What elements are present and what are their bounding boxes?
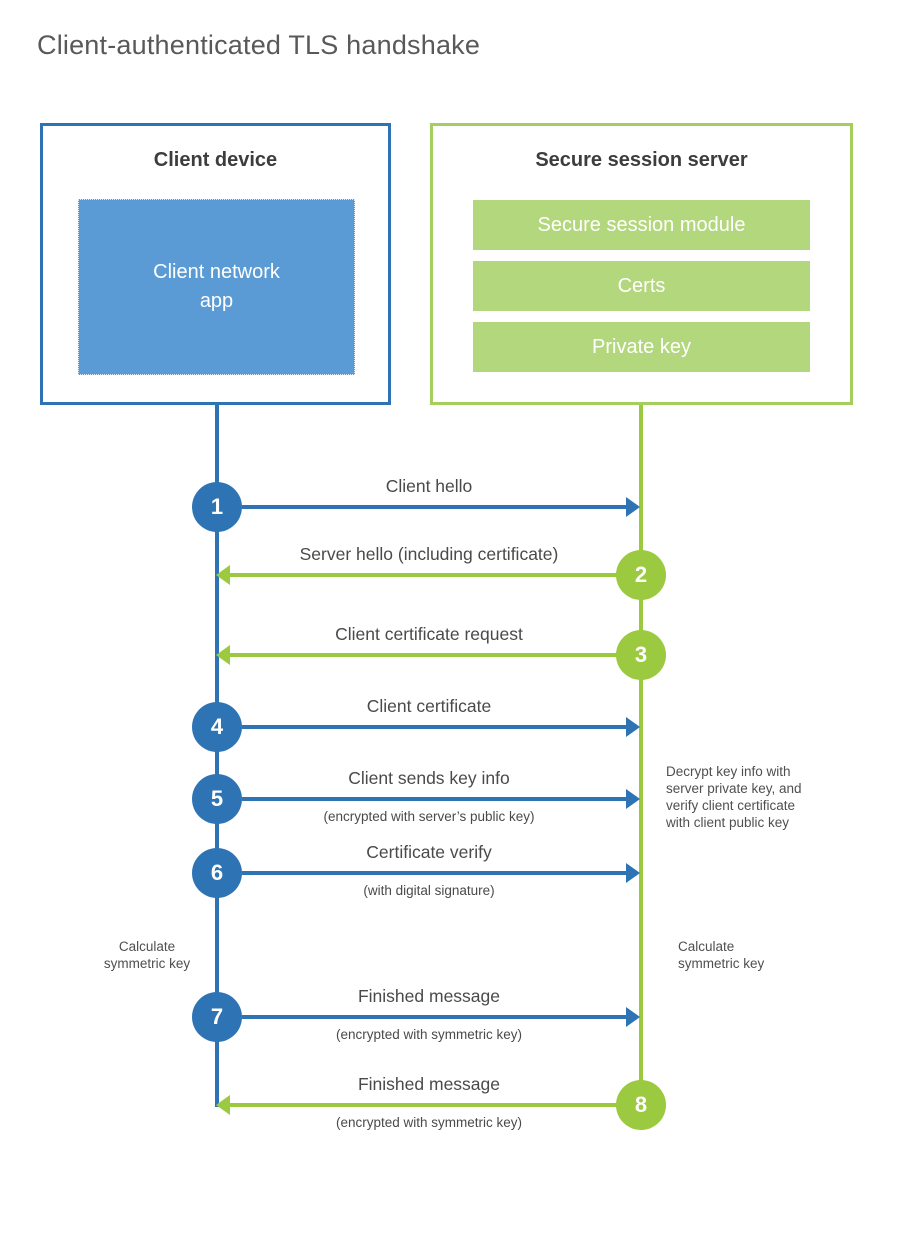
arrow-line <box>242 1015 628 1019</box>
step-badge: 4 <box>192 702 242 752</box>
message-label: Client certificate request <box>335 624 523 644</box>
step-badge: 1 <box>192 482 242 532</box>
message-sublabel: (encrypted with server’s public key) <box>323 809 535 824</box>
arrow-right-icon <box>626 717 640 737</box>
arrow-right-icon <box>626 1007 640 1027</box>
message-label: Server hello (including certificate) <box>299 544 559 564</box>
arrow-line <box>242 797 628 801</box>
server-lifeline <box>639 405 643 1129</box>
arrow-right-icon <box>626 863 640 883</box>
arrow-line <box>229 653 617 657</box>
step-badge: 8 <box>616 1080 666 1130</box>
arrow-line <box>242 725 628 729</box>
step-badge: 5 <box>192 774 242 824</box>
arrow-line <box>242 871 628 875</box>
message-label: Finished message <box>357 986 501 1006</box>
arrow-left-icon <box>216 565 230 585</box>
step-badge: 6 <box>192 848 242 898</box>
message-label: Client hello <box>385 476 473 496</box>
message-label: Client certificate <box>366 696 492 716</box>
message-sublabel: (with digital signature) <box>363 883 495 898</box>
client-device-title: Client device <box>153 149 278 171</box>
message-label: Client sends key info <box>348 768 510 788</box>
step-badge: 3 <box>616 630 666 680</box>
arrow-left-icon <box>216 1095 230 1115</box>
arrow-line <box>242 505 628 509</box>
arrow-right-icon <box>626 789 640 809</box>
secure-session-server-title: Secure session server <box>535 149 748 171</box>
secure-session-module-bar: Secure session module <box>473 200 810 250</box>
arrow-line <box>229 1103 617 1107</box>
page-title: Client-authenticated TLS handshake <box>37 30 481 60</box>
client-lifeline <box>215 405 219 1107</box>
client-network-app-box: Client network app <box>78 199 355 375</box>
arrow-left-icon <box>216 645 230 665</box>
step-badge: 7 <box>192 992 242 1042</box>
arrow-right-icon <box>626 497 640 517</box>
client-device-box: Client device Client network app <box>40 123 391 405</box>
message-label: Finished message <box>357 1074 501 1094</box>
arrow-line <box>229 573 617 577</box>
step-badge: 2 <box>616 550 666 600</box>
server-calculate-symmetric-key-note: Calculate symmetric key <box>678 939 765 971</box>
client-calculate-symmetric-key-note: Calculate symmetric key <box>103 939 191 971</box>
message-sublabel: (encrypted with symmetric key) <box>335 1115 523 1130</box>
message-label: Certificate verify <box>366 842 492 862</box>
private-key-bar: Private key <box>473 322 810 372</box>
message-sublabel: (encrypted with symmetric key) <box>335 1027 523 1042</box>
server-decrypt-key-info-note: Decrypt key info with server private key… <box>666 764 802 830</box>
secure-session-server-box: Secure session server Secure session mod… <box>430 123 853 405</box>
certs-bar: Certs <box>473 261 810 311</box>
